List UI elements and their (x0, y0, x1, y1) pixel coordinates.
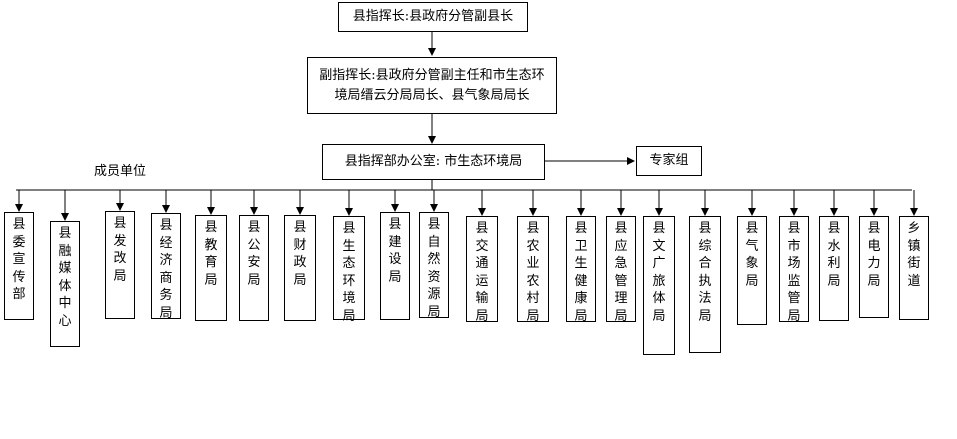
member-unit-box: 县委宣传部 (4, 212, 34, 320)
member-unit-box: 县市场监管局 (779, 216, 809, 324)
member-unit-box: 县公安局 (239, 215, 269, 321)
commander-text: 县指挥长:县政府分管副县长 (352, 9, 514, 24)
member-unit-box: 县电力局 (859, 216, 889, 318)
member-unit-box: 县经济商务局 (151, 213, 181, 321)
command-office-text: 县指挥部办公室: 市生态环境局 (344, 154, 523, 169)
member-unit-box: 乡镇街道 (899, 216, 929, 320)
member-unit-box: 县自然资源局 (419, 212, 449, 320)
members-label: 成员单位 (94, 164, 147, 179)
command-office-box: 县指挥部办公室: 市生态环境局 (322, 144, 545, 180)
member-unit-box: 县发改局 (105, 211, 135, 319)
member-unit-box: 县卫生健康局 (566, 216, 596, 324)
expert-group-box: 专家组 (636, 146, 702, 176)
commander-box: 县指挥长:县政府分管副县长 (338, 2, 528, 32)
member-unit-box: 县教育局 (195, 215, 227, 321)
member-unit-box: 县生态环境局 (333, 216, 365, 324)
member-unit-box: 县水利局 (819, 216, 849, 321)
member-unit-box: 县融媒体中心 (50, 221, 80, 347)
member-unit-box: 县应急管理局 (606, 216, 636, 324)
vice-commander-text: 副指挥长:县政府分管副主任和市生态环境局缙云分局局长、县气象局局长 (319, 67, 545, 103)
member-unit-box: 县气象局 (737, 216, 767, 325)
member-unit-box: 县农业农村局 (517, 216, 549, 324)
member-unit-box: 县文广旅体局 (643, 216, 675, 355)
member-unit-box: 县综合执法局 (689, 216, 721, 353)
member-unit-box: 县建设局 (380, 212, 410, 320)
member-unit-box: 县交通运输局 (466, 216, 498, 324)
expert-group-text: 专家组 (649, 153, 689, 168)
vice-commander-box: 副指挥长:县政府分管副主任和市生态环境局缙云分局局长、县气象局局长 (307, 57, 557, 114)
member-unit-box: 县财政局 (284, 215, 316, 321)
